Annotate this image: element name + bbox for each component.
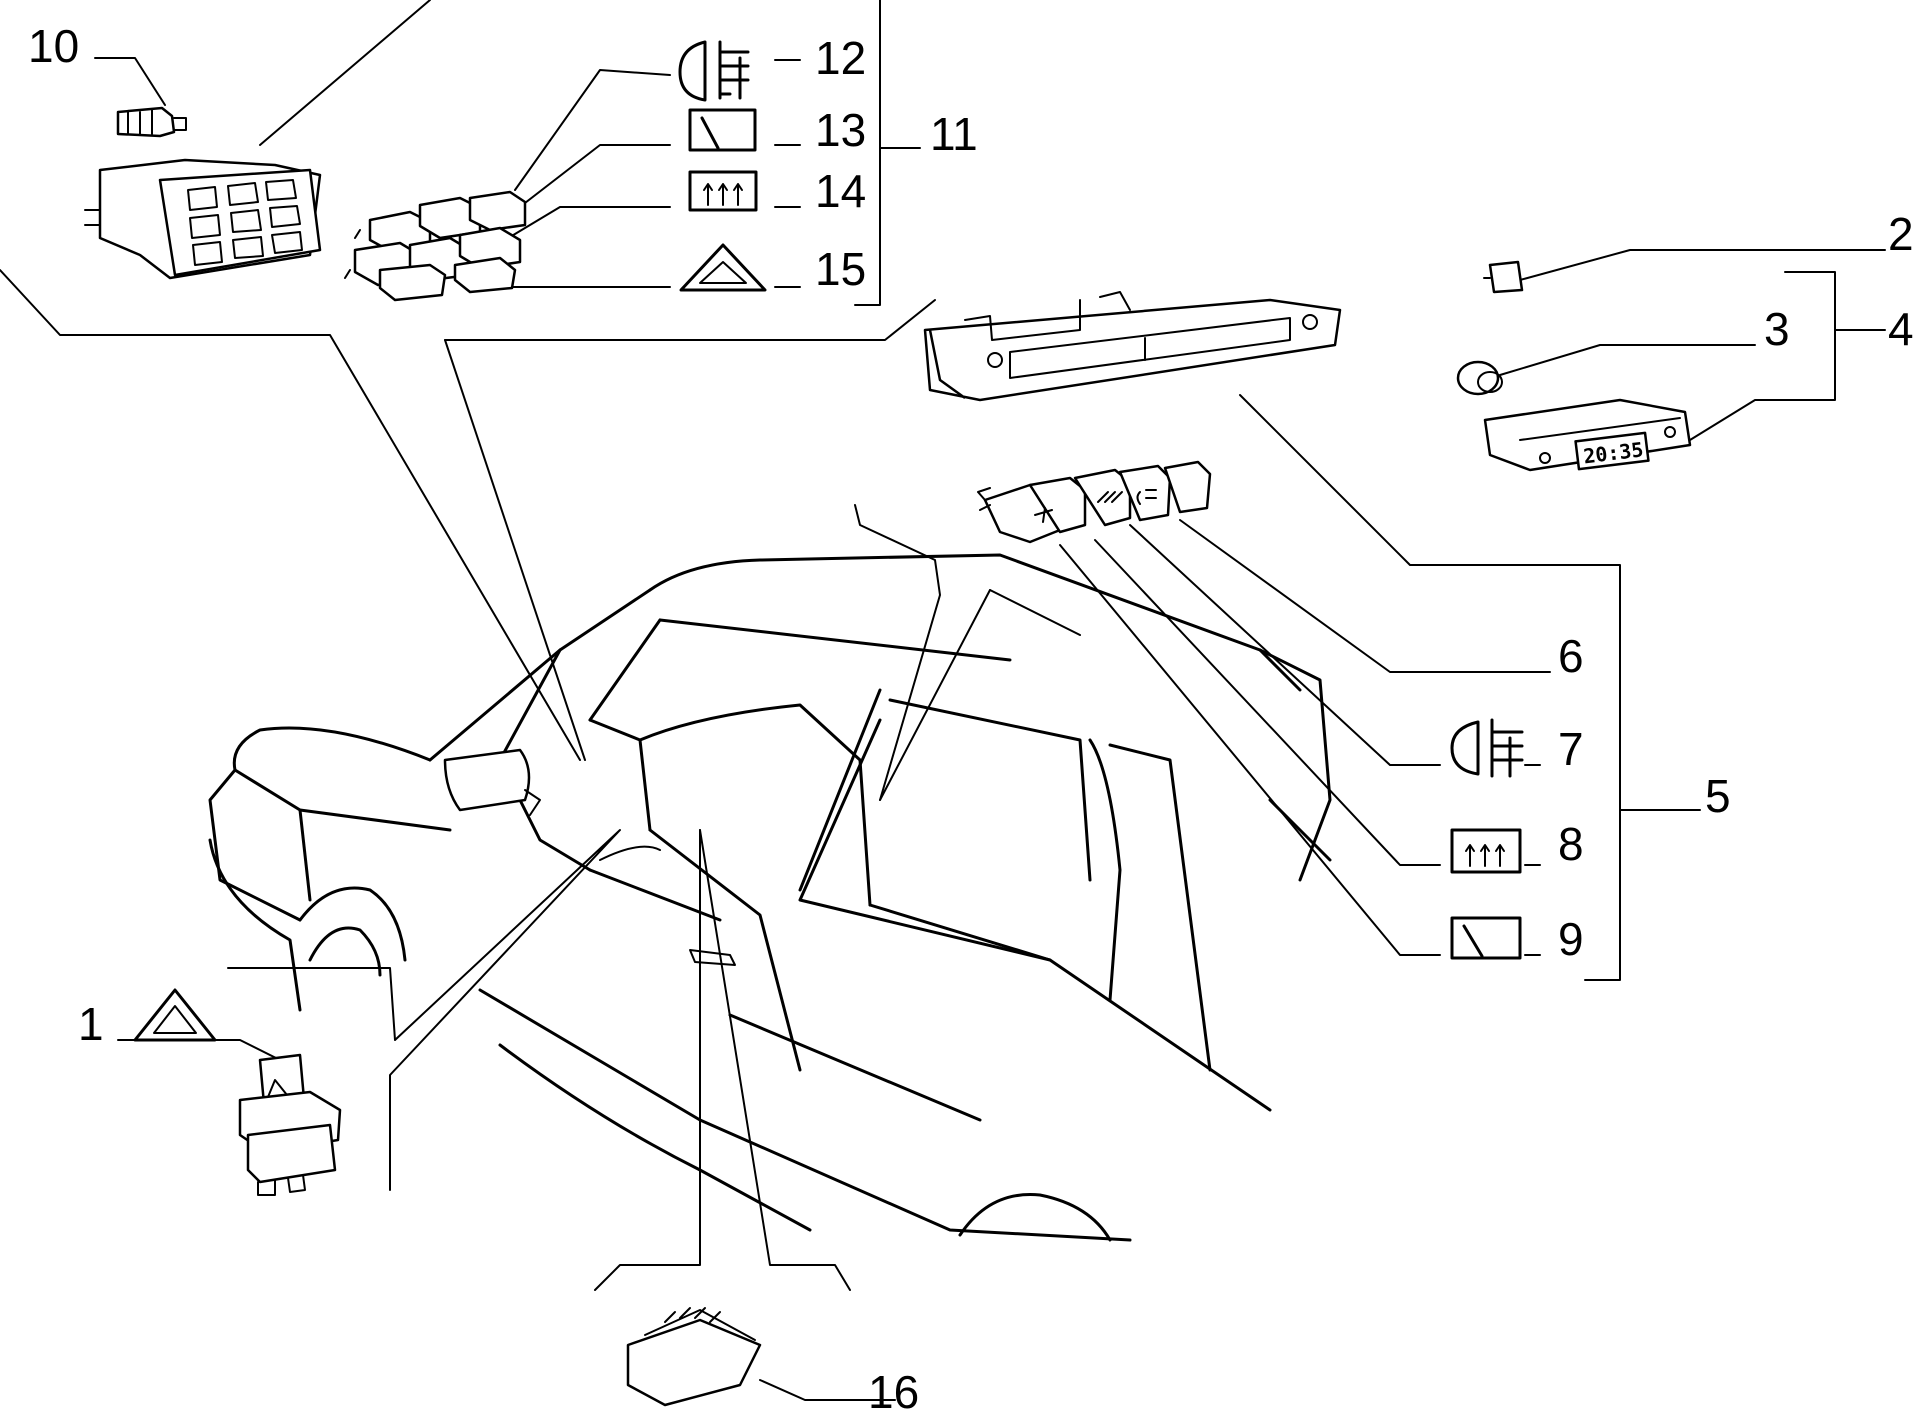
switch-row-6-9	[977, 460, 1212, 544]
dash-bezel-5	[923, 291, 1342, 402]
callout-4: 4	[1888, 303, 1914, 355]
switch-panel-9-buttons	[84, 158, 322, 280]
callout-2: 2	[1888, 208, 1914, 260]
clock-4: 20:35	[1483, 398, 1692, 472]
leader-lines	[0, 0, 1886, 1401]
switch-cluster-11	[344, 190, 527, 302]
lamp-3	[1456, 360, 1503, 396]
callout-14: 14	[815, 165, 866, 217]
bulb-holder-10	[116, 106, 187, 138]
callout-11: 11	[930, 108, 978, 160]
hazard-switch-1	[238, 1053, 342, 1196]
hazard-icon-1	[133, 988, 217, 1042]
wiper-icon-9	[1450, 916, 1522, 960]
car-outline	[208, 553, 1332, 1242]
wiper-icon	[688, 108, 757, 152]
callout-15: 15	[815, 243, 866, 295]
callout-8: 8	[1558, 818, 1584, 870]
callout-5: 5	[1705, 770, 1731, 822]
callout-12: 12	[815, 32, 866, 84]
callout-9: 9	[1558, 913, 1584, 965]
plug-switch-16	[626, 1307, 762, 1407]
hazard-triangle-icon	[679, 243, 767, 292]
callout-6: 6	[1558, 630, 1584, 682]
fog-lamp-icon-7	[1450, 718, 1524, 778]
cap-2	[1483, 260, 1524, 294]
callout-13: 13	[815, 104, 866, 156]
callout-1: 1	[78, 998, 104, 1050]
fog-lamp-icon	[678, 40, 750, 102]
callout-3: 3	[1764, 303, 1790, 355]
callout-7: 7	[1558, 723, 1584, 775]
rear-defrost-icon-8	[1450, 828, 1522, 874]
callout-10: 10	[28, 20, 79, 72]
callout-16: 16	[868, 1366, 919, 1409]
callout-labels: 10 12 13 11 14 15 2 3 4 6 7 5 8 9 1 16	[28, 20, 1914, 1409]
rear-defrost-icon	[688, 170, 758, 212]
